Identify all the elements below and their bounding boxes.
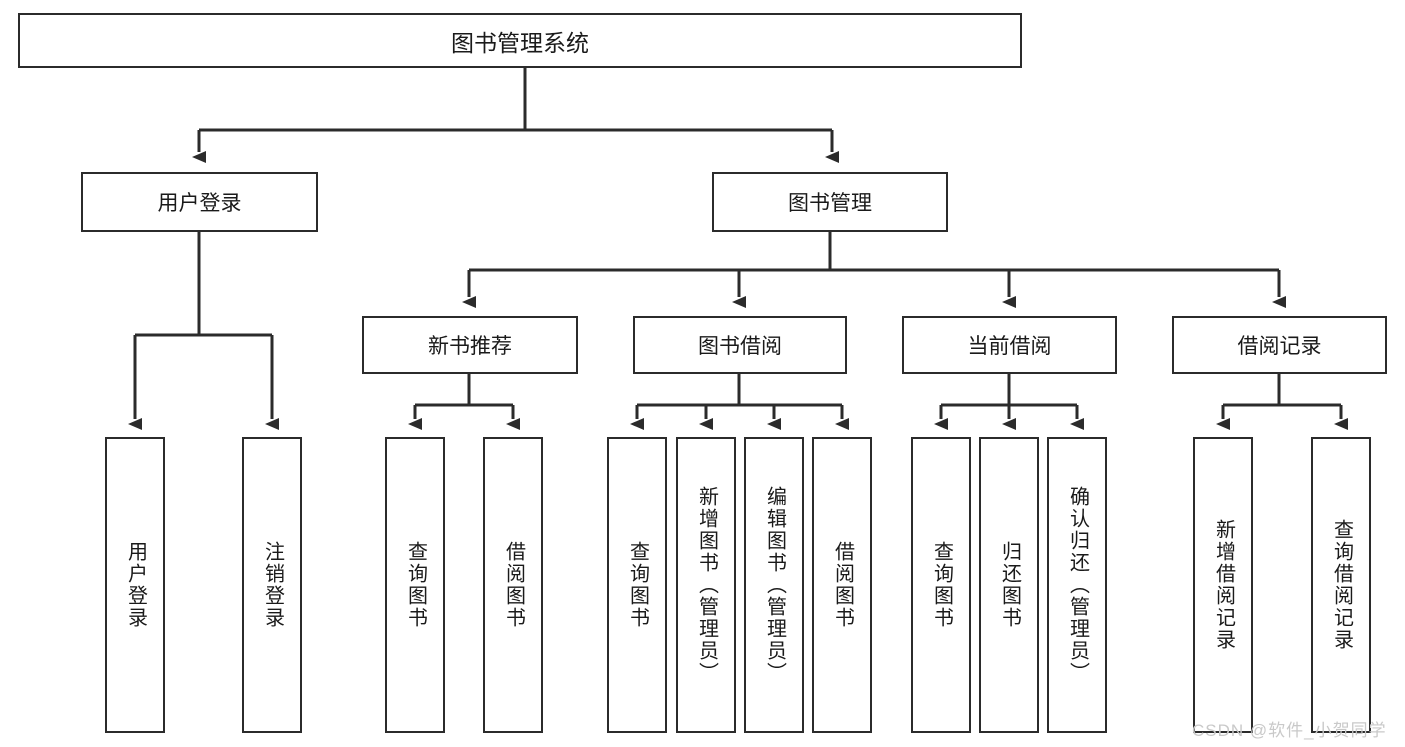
- node-label: 注销登录: [261, 541, 284, 629]
- node-leaf-borrow-book-1[interactable]: 借阅图书: [483, 437, 543, 733]
- node-label: 确认归还（管理员）: [1066, 486, 1089, 684]
- node-label: 新增图书（管理员）: [695, 486, 718, 684]
- node-label: 归还图书: [998, 541, 1021, 629]
- node-label: 借阅图书: [502, 541, 525, 629]
- node-leaf-query-book-2[interactable]: 查询图书: [607, 437, 667, 733]
- node-new-book-recommend[interactable]: 新书推荐: [362, 316, 578, 374]
- node-label: 用户登录: [124, 541, 147, 629]
- node-label: 新书推荐: [428, 335, 512, 358]
- node-user-login[interactable]: 用户登录: [81, 172, 318, 232]
- node-label: 借阅记录: [1237, 335, 1322, 358]
- node-leaf-query-book-1[interactable]: 查询图书: [385, 437, 445, 733]
- node-label: 图书管理系统: [451, 29, 589, 56]
- node-label: 当前借阅: [967, 335, 1052, 358]
- node-label: 用户登录: [157, 192, 242, 215]
- node-leaf-user-login[interactable]: 用户登录: [105, 437, 165, 733]
- node-leaf-query-book-3[interactable]: 查询图书: [911, 437, 971, 733]
- node-current-borrow[interactable]: 当前借阅: [902, 316, 1117, 374]
- node-leaf-add-book[interactable]: 新增图书（管理员）: [676, 437, 736, 733]
- node-leaf-borrow-book-2[interactable]: 借阅图书: [812, 437, 872, 733]
- node-label: 借阅图书: [831, 541, 854, 629]
- node-label: 图书借阅: [698, 335, 782, 358]
- node-label: 查询图书: [930, 541, 953, 629]
- node-leaf-logout-login[interactable]: 注销登录: [242, 437, 302, 733]
- node-borrow-record[interactable]: 借阅记录: [1172, 316, 1387, 374]
- node-leaf-return-book[interactable]: 归还图书: [979, 437, 1039, 733]
- node-label: 查询图书: [626, 541, 649, 629]
- node-leaf-query-record[interactable]: 查询借阅记录: [1311, 437, 1371, 733]
- node-book-borrow[interactable]: 图书借阅: [633, 316, 847, 374]
- node-label: 新增借阅记录: [1212, 519, 1235, 651]
- node-label: 查询借阅记录: [1330, 519, 1353, 651]
- node-root-system[interactable]: 图书管理系统: [18, 13, 1022, 68]
- node-label: 编辑图书（管理员）: [763, 486, 786, 684]
- node-label: 查询图书: [404, 541, 427, 629]
- node-leaf-edit-book[interactable]: 编辑图书（管理员）: [744, 437, 804, 733]
- node-label: 图书管理: [788, 192, 872, 215]
- node-book-manage[interactable]: 图书管理: [712, 172, 948, 232]
- node-leaf-add-record[interactable]: 新增借阅记录: [1193, 437, 1253, 733]
- node-leaf-confirm-return[interactable]: 确认归还（管理员）: [1047, 437, 1107, 733]
